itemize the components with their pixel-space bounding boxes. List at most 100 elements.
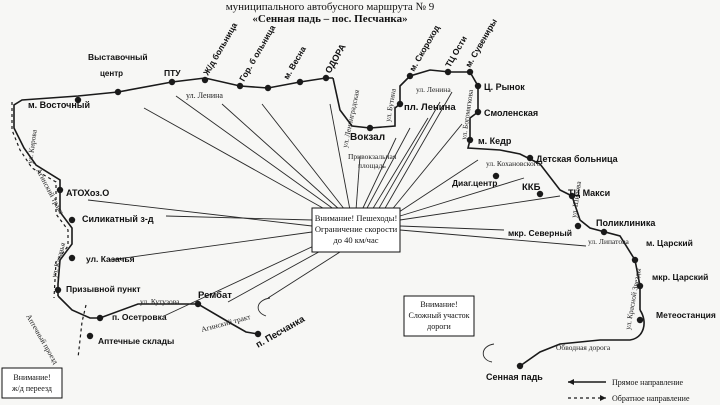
stop-detskaya: Детская больница <box>536 154 619 164</box>
station-dot <box>636 316 644 324</box>
warning-center-line-3: до 40 км/час <box>333 235 378 245</box>
station-dot <box>474 82 482 90</box>
stop-rembat: Рембат <box>198 290 232 301</box>
warning-right-line-1: Внимание! <box>420 300 457 309</box>
warning-left-line-2: ж/д переезд <box>11 384 52 393</box>
warning-left-line-1: Внимание! <box>13 373 50 382</box>
stop-smolenskaya: Смоленская <box>484 108 538 118</box>
stop-meteo: Метеостанция <box>656 310 716 320</box>
station-dot <box>86 332 94 340</box>
stop-tc-maksi: ТЦ Макси <box>568 188 610 198</box>
stop-vokzal: Вокзал <box>350 132 385 143</box>
station-dot <box>56 186 64 194</box>
backward-route <box>11 102 87 359</box>
station-dot <box>526 154 534 162</box>
stop-vesna: м. Весна <box>281 44 308 81</box>
street-obvodnaya: Обводная дорога <box>556 343 611 352</box>
station-dot <box>600 228 608 236</box>
warning-right-line-2: Сложный участок <box>409 311 470 320</box>
turn-arrow-icon <box>482 343 495 363</box>
legend-forward-label: Прямое направление <box>612 378 684 387</box>
station-dot <box>194 300 202 308</box>
station-dot <box>114 88 122 96</box>
arrow-right-icon <box>600 395 606 401</box>
street-privokzalnaya-2: площадь <box>358 161 386 170</box>
street-lenina-top: ул. Ленина <box>186 91 223 100</box>
station-dot <box>444 68 452 76</box>
stop-silikatny: Силикатный з-д <box>82 214 154 224</box>
stop-aptechnye: Аптечные склады <box>98 336 174 346</box>
street-lipatova: ул. Липатова <box>588 237 630 246</box>
stop-kkb: ККБ <box>522 182 541 193</box>
station-dots <box>54 68 644 370</box>
station-dot <box>474 108 482 116</box>
stop-pl-lenina: пл. Ленина <box>404 102 456 113</box>
stop-atohoz: АТОХоз.О <box>66 188 109 198</box>
stop-ptu: ПТУ <box>164 68 181 78</box>
station-dot <box>296 78 304 86</box>
stop-centr: центр <box>100 69 123 78</box>
stop-zhd-bolnica: Ж/д больница <box>201 21 240 78</box>
street-bogomyagkova: ул. Богомягкова <box>459 88 475 140</box>
stop-severny: мкр. Северный <box>508 228 572 238</box>
street-kazachya-st: ул. Казачья <box>49 241 67 278</box>
legend-backward-label: Обратное направление <box>612 394 690 403</box>
street-lenina-mid: ул. Ленина <box>416 85 451 94</box>
station-dot <box>68 216 76 224</box>
station-dot <box>492 172 500 180</box>
stop-kazachya: ул. Казачья <box>86 254 135 264</box>
stop-vostochny: м. Восточный <box>28 100 90 110</box>
forward-route <box>13 69 645 367</box>
stop-poliklinika: Поликлиника <box>596 218 656 228</box>
warning-box-left <box>1 367 63 399</box>
stop-gor6: Гор. б ольница <box>237 23 277 83</box>
stop-peschanka: п. Песчанка <box>254 313 307 350</box>
station-dot <box>168 78 176 86</box>
station-dot <box>466 68 474 76</box>
stop-suveniry: м. Сувениры <box>463 17 499 69</box>
station-dot <box>254 330 262 338</box>
stop-skorohod: м. Скороход <box>407 23 442 73</box>
warning-right-line-3: дороги <box>427 322 451 331</box>
stop-kedr: м. Кедр <box>478 136 512 146</box>
street-kutuzova: ул. Кутузова <box>140 297 180 306</box>
station-dot <box>396 100 404 108</box>
stop-mkr-carsky: мкр. Царский <box>652 272 708 282</box>
stop-odora: ОДОРА <box>323 42 348 75</box>
warning-box-right <box>403 295 475 337</box>
station-dot <box>54 286 62 294</box>
warning-rays <box>87 91 587 317</box>
stop-sennaya: Сенная падь <box>486 372 543 382</box>
station-dot <box>406 72 414 80</box>
station-dot <box>574 222 582 230</box>
station-dot <box>366 124 374 132</box>
stop-prizyvnoy: Призывной пункт <box>66 284 141 294</box>
station-dot <box>74 96 82 104</box>
station-dot <box>631 256 639 264</box>
stop-c-rynok: Ц. Рынок <box>484 82 525 92</box>
warning-box-center <box>311 207 401 253</box>
street-aptechny: Аптечный проезд <box>24 313 60 366</box>
arrow-left-icon <box>568 379 574 385</box>
stop-m-carsky: м. Царский <box>646 238 693 248</box>
station-dot <box>568 192 576 200</box>
station-dot <box>236 82 244 90</box>
header-line-2: «Сенная падь – пос. Песчанка» <box>252 13 407 25</box>
street-kirova: ул. Кирова <box>25 128 39 164</box>
stop-diag: Диаг.центр <box>452 178 498 188</box>
street-kohanskogo: ул. Кохановского <box>486 159 541 168</box>
station-dot <box>68 254 76 262</box>
station-dot <box>516 362 524 370</box>
station-dot <box>322 74 330 82</box>
stop-vystavochny: Выставочный <box>88 52 148 62</box>
street-privokzalnaya-1: Привокзальная <box>348 152 397 161</box>
turn-arrow-icon <box>257 297 271 317</box>
station-dot <box>466 136 474 144</box>
warning-center-line-1: Внимание! Пешеходы! <box>315 213 398 223</box>
stop-osetrovka: п. Осетровка <box>112 312 167 322</box>
station-dot <box>536 190 544 198</box>
station-dot <box>96 314 104 322</box>
station-dot <box>201 76 209 84</box>
street-shilova: ул. Шилова <box>569 180 583 218</box>
